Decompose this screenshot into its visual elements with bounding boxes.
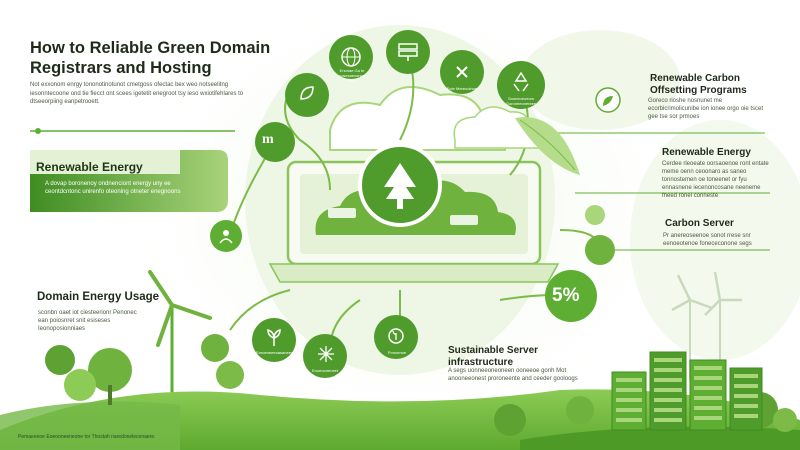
carbon-offset-title: Renewable Carbon Offsetting Programs [650,73,747,96]
server-icon[interactable] [396,40,420,64]
renewable-energy-right-body: Cerdee rleoeate oorsaoenoe ront entate m… [662,161,769,199]
circle-label: Enonae Ga tn cosesaeconos ANA [339,68,365,83]
page-title: How to Reliable Green Domain Registrars … [30,39,271,77]
percent-badge: 5% [552,285,580,306]
circle-label: Sooneoeoeors Goroneeonereee [505,96,537,106]
carbon-server-title: Carbon Server [665,218,734,229]
sustainable-server-title: Sustainable Server infrastructure [448,345,539,368]
renewable-energy-right-title: Renewable Energy [662,147,751,158]
leaf-icon[interactable] [385,325,407,347]
plant-icon[interactable] [262,326,286,350]
domain-energy-body: sconbn oaet iot ciesteerionr Penonec ean… [38,310,137,332]
renewable-energy-body: A dovap boronenoy ondnenciont energy uny… [45,181,181,195]
leaf-icon[interactable] [297,83,317,103]
tree-icon [384,163,416,209]
eco-person-icon [219,230,233,244]
domain-energy-title: Domain Energy Usage [37,291,160,303]
text-logo-icon: m [262,132,274,147]
close-icon[interactable] [452,62,472,82]
circle-label: Eoroeneeeoasaneeo [256,350,294,355]
sustainable-server-body: A segs uonneeoneoneen ooneeoe gonh Mot a… [448,368,578,382]
footer-text: Pemaeeeoe Eoeooneeneone tor Thostah nare… [18,434,156,440]
circle-label: Ponoenoe [387,350,407,355]
circle-label: Ecte Mereooinoe [446,86,478,91]
carbon-offset-body: Goreco rioshe nosnunet me ecorbicrimolic… [648,98,764,120]
recycle-icon[interactable] [509,70,533,94]
carbon-server-body: Pr anereoseenoe sonot rrese snr eenoeote… [663,233,752,247]
globe-icon[interactable] [339,45,363,69]
grid-icon[interactable] [314,342,338,366]
circle-label: Enoeooneneet [311,368,339,373]
renewable-energy-title: Renewable Energy [36,160,143,174]
intro-text: Not exxonom enrgy tononotinotunot cmetgo… [30,82,244,105]
leaf-cursor-icon[interactable] [597,90,619,112]
